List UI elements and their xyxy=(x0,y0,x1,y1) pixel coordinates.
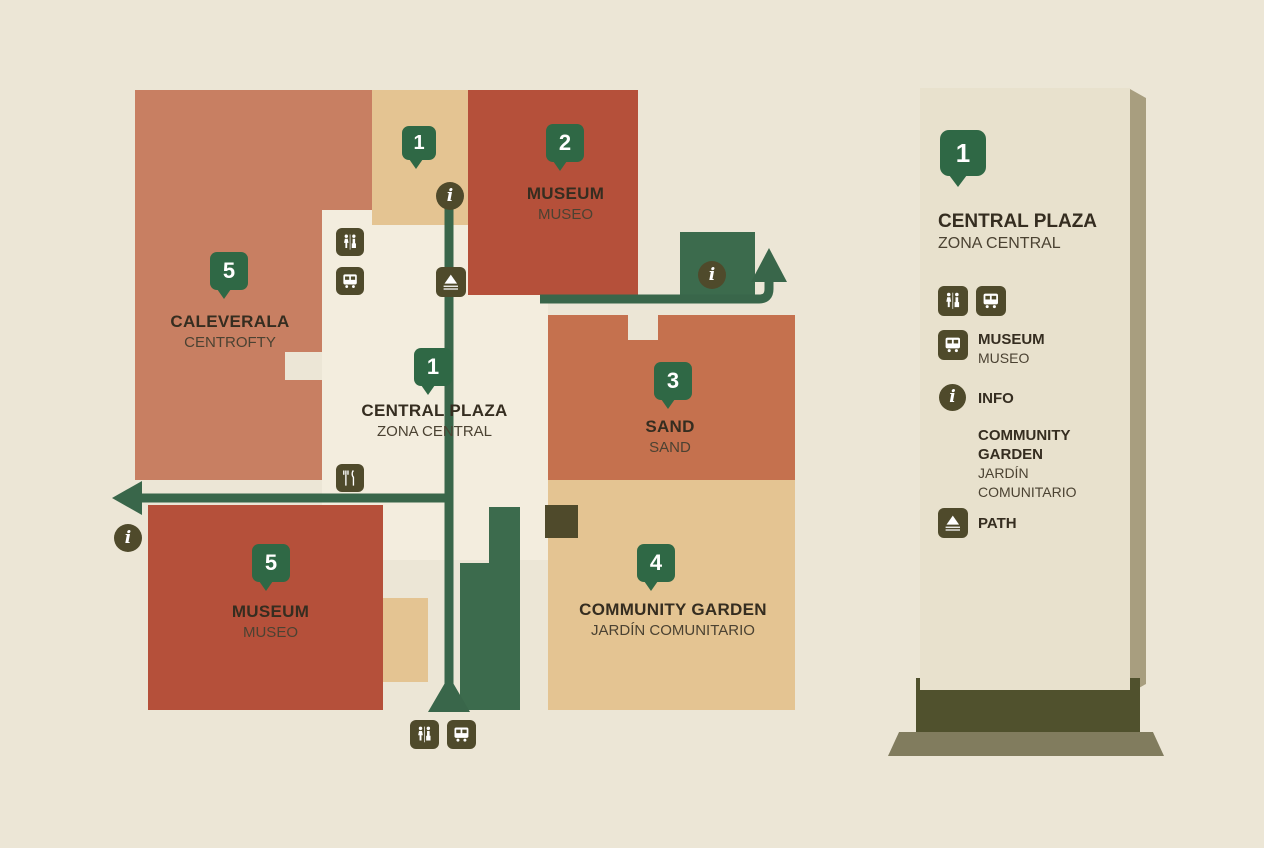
label-line-en: MUSEUM xyxy=(526,184,605,203)
marker-1-plaza: 1 xyxy=(414,348,452,395)
label-line-es: SAND xyxy=(649,439,691,456)
legend-line: GARDEN xyxy=(978,446,1044,463)
legend-line: COMUNITARIO xyxy=(978,484,1077,500)
community-garden-label: COMMUNITY GARDEN JARDÍN COMUNITARIO xyxy=(553,599,793,641)
label-line-es: JARDÍN COMUNITARIO xyxy=(591,622,755,639)
legend-line: COMMUNITY xyxy=(978,427,1071,444)
bus-icon xyxy=(336,267,364,295)
sand-label: SAND SAND xyxy=(605,416,735,458)
marker-number: 2 xyxy=(558,130,572,155)
district-block-arm xyxy=(322,90,372,210)
label-line-en: COMMUNITY GARDEN xyxy=(579,600,767,619)
label-line-es: MUSEO xyxy=(537,206,593,223)
label-line-en: MUSEUM xyxy=(231,602,310,621)
legend-line: MUSEO xyxy=(978,350,1030,366)
marker-number: 1 xyxy=(413,131,425,154)
legend-community-garden: COMMUNITY GARDEN JARDÍN COMUNITARIO xyxy=(978,426,1077,502)
signpost-base-plate xyxy=(888,732,1164,756)
info-icon: i xyxy=(939,384,966,411)
central-plaza-label: CENTRAL PLAZA ZONA CENTRAL xyxy=(347,400,522,442)
signpost-title-en: CENTRAL PLAZA xyxy=(938,211,1098,232)
marker-2-museum: 2 xyxy=(546,124,584,171)
marker-number: 3 xyxy=(666,368,680,393)
arrow-left-icon xyxy=(112,481,142,515)
marker-number: 1 xyxy=(955,137,971,168)
bus-icon xyxy=(976,286,1006,316)
label-line-en: SAND xyxy=(645,417,695,436)
marker-number: 1 xyxy=(426,354,440,379)
museum-bottom-block xyxy=(148,505,383,710)
bus-icon xyxy=(938,330,968,360)
legend-line: MUSEUM xyxy=(978,331,1045,348)
label-line-es: CENTROFTY xyxy=(184,334,276,351)
arrow-up-right-icon xyxy=(751,248,787,282)
info-glyph: i xyxy=(708,264,716,285)
info-icon: i xyxy=(436,182,464,210)
label-line-en: CENTRAL PLAZA xyxy=(361,401,508,420)
restroom-icon xyxy=(938,286,968,316)
label-line-es: ZONA CENTRAL xyxy=(376,423,493,440)
label-line-es: MUSEO xyxy=(242,624,298,641)
small-tan-block xyxy=(383,598,428,682)
path-icon xyxy=(436,267,466,297)
label-line-en: CALEVERALA xyxy=(170,312,290,331)
signpost-title: CENTRAL PLAZA ZONA CENTRAL xyxy=(938,210,1097,255)
legend-path: PATH xyxy=(978,515,1017,532)
signpost-title-es: ZONA CENTRAL xyxy=(938,235,1061,252)
info-icon: i xyxy=(698,261,726,289)
museum-bottom-label: MUSEUM MUSEO xyxy=(198,601,343,643)
info-icon: i xyxy=(114,524,142,552)
restroom-icon xyxy=(410,720,439,749)
marker-number: 5 xyxy=(264,550,278,575)
marker-1-entrance: 1 xyxy=(402,126,436,169)
info-glyph: i xyxy=(949,387,956,407)
sand-notch xyxy=(628,315,658,340)
info-glyph: i xyxy=(124,527,132,548)
legend-line: JARDÍN xyxy=(978,465,1029,481)
marker-number: 4 xyxy=(649,550,663,575)
signpost-marker-1: 1 xyxy=(940,130,986,187)
info-glyph: i xyxy=(446,185,454,206)
garden-steps-block-1 xyxy=(489,507,520,710)
restroom-icon xyxy=(336,228,364,256)
garden-steps-block-2 xyxy=(460,563,490,710)
community-garden-block xyxy=(548,480,795,710)
signpost-panel: 1 CENTRAL PLAZA ZONA CENTRAL MUSEUM MUSE… xyxy=(920,88,1130,690)
museum-top-label: MUSEUM MUSEO xyxy=(488,183,643,225)
legend-museum: MUSEUM MUSEO xyxy=(978,330,1045,368)
district-label: CALEVERALA CENTROFTY xyxy=(145,311,315,353)
district-notch xyxy=(285,352,322,380)
marker-number: 5 xyxy=(222,258,236,283)
marker-4-garden: 4 xyxy=(637,544,675,591)
utensils-icon xyxy=(336,464,364,492)
marker-5-museum: 5 xyxy=(252,544,290,591)
bus-icon xyxy=(447,720,476,749)
marker-3-sand: 3 xyxy=(654,362,692,409)
marker-5-district: 5 xyxy=(210,252,248,299)
legend-info: INFO xyxy=(978,390,1014,407)
signpost-side-edge xyxy=(1130,89,1146,693)
garden-feature-square xyxy=(545,505,578,538)
path-icon xyxy=(938,508,968,538)
